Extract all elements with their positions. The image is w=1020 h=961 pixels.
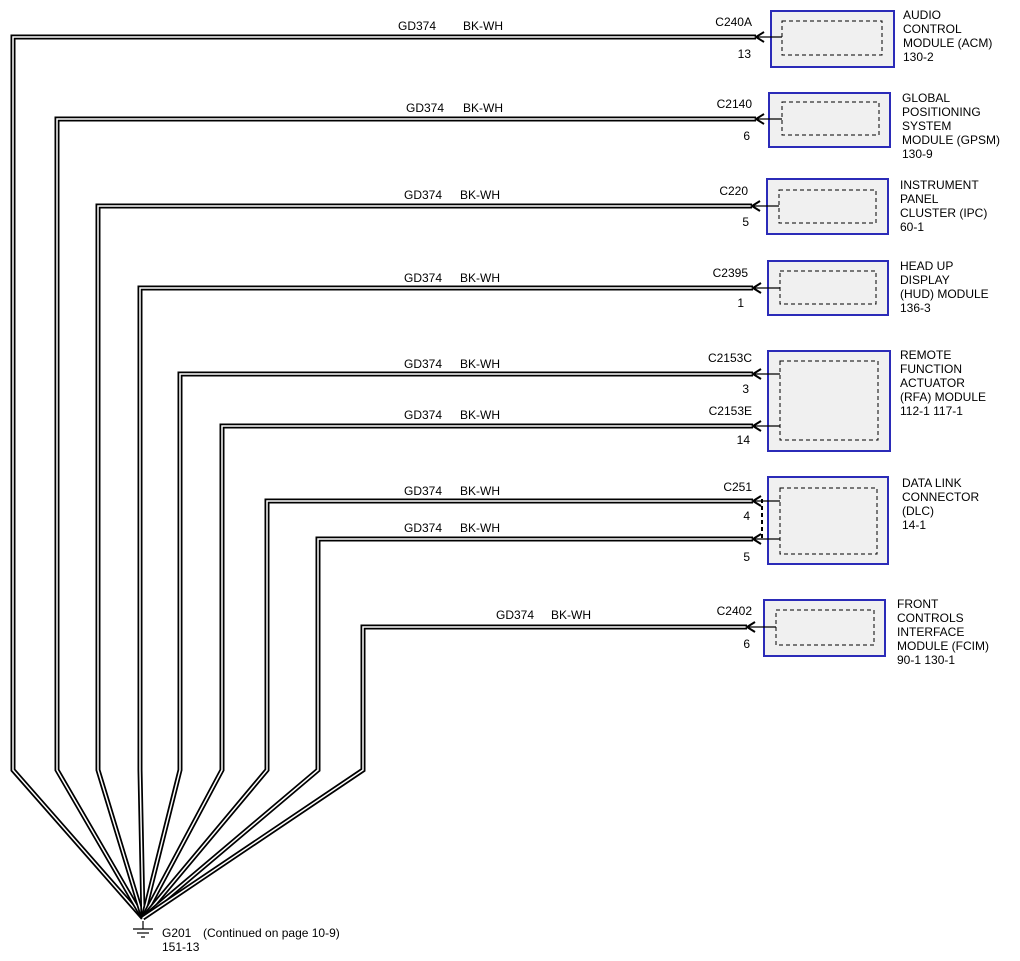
pin-leads (749, 36, 782, 628)
module-inner-outline (779, 487, 878, 555)
wire-label-color: BK-WH (460, 484, 500, 498)
pin-number: 5 (742, 215, 749, 229)
module-dlc[interactable] (761, 476, 889, 565)
module-inner-outline (779, 360, 879, 441)
module-rfa[interactable] (767, 350, 891, 452)
module-description-fcim: FRONT CONTROLS INTERFACE MODULE (FCIM) 9… (897, 597, 992, 667)
connector-arrow-icon (751, 420, 762, 432)
connector-label: C2153E (709, 404, 752, 418)
pin-number: 3 (742, 382, 749, 396)
module-inner-outline (781, 101, 880, 136)
module-inner-outline (778, 189, 877, 224)
pin-number: 6 (743, 637, 750, 651)
module-box[interactable] (767, 350, 891, 452)
connector-label: C220 (719, 184, 748, 198)
connector-label: C2140 (717, 97, 753, 111)
module-description-dlc: DATA LINK CONNECTOR (DLC) 14-1 (902, 476, 982, 532)
connector-arrow-icon (754, 113, 765, 125)
pin-number: 1 (737, 296, 744, 310)
module-description-rfa: REMOTE FUNCTION ACTUATOR (RFA) MODULE 11… (900, 348, 989, 418)
connector-labels: C240A C2140 C220 C2395 C2153C C2153E C25… (708, 15, 752, 618)
connector-arrow-icon (751, 495, 762, 507)
pin-labels: 13 6 5 1 3 14 4 5 6 (737, 47, 752, 651)
module-box[interactable] (763, 599, 886, 657)
module-description-acm: AUDIO CONTROL MODULE (ACM) 130-2 (903, 8, 996, 64)
pin-number: 13 (738, 47, 752, 61)
wire-label-circuit: GD374 (496, 608, 534, 622)
wire-label-color: BK-WH (460, 521, 500, 535)
wire-label-color: BK-WH (463, 101, 503, 115)
wire-gd374-core (142, 626, 747, 919)
wire-gd374-core (139, 287, 753, 919)
module-descriptions: AUDIO CONTROL MODULE (ACM) 130-2 GLOBAL … (897, 8, 1003, 667)
connector-arrow-icon (751, 282, 762, 294)
ground-name: G201 (162, 926, 192, 940)
wire-gd374-core (142, 373, 753, 919)
wire-label-circuit: GD374 (398, 19, 436, 33)
wire-label-color: BK-WH (460, 408, 500, 422)
wire-gd374 (10, 34, 756, 920)
connector-arrow-icon (751, 368, 762, 380)
pin-number: 6 (743, 129, 750, 143)
module-gpsm[interactable] (768, 92, 891, 148)
module-inner-outline (781, 20, 883, 56)
module-box[interactable] (767, 476, 889, 565)
wire-label-circuit: GD374 (406, 101, 444, 115)
module-box[interactable] (770, 10, 895, 68)
connector-arrow-icon (754, 31, 765, 43)
pin-number: 5 (743, 550, 750, 564)
ground-ref: 151-13 (162, 940, 200, 954)
wire-gd374-core (142, 425, 753, 919)
connector-arrow-icon (745, 621, 756, 633)
connector-arrow-icon (751, 533, 762, 545)
module-hud[interactable] (767, 260, 889, 316)
wire-gd374 (137, 285, 753, 919)
wire-gd374-core (97, 205, 752, 919)
module-box[interactable] (767, 260, 889, 316)
pin-number: 4 (743, 509, 750, 523)
connector-label: C2153C (708, 351, 752, 365)
wire-label-circuit: GD374 (404, 188, 442, 202)
wire-label-circuit: GD374 (404, 271, 442, 285)
wire-labels: GD374 BK-WH GD374 BK-WH GD374 BK-WH GD37… (398, 19, 591, 622)
wire-label-color: BK-WH (460, 188, 500, 202)
pin-number: 14 (737, 433, 751, 447)
module-fcim[interactable] (763, 599, 886, 657)
wire-gd374-core (142, 500, 753, 919)
module-description-hud: HEAD UP DISPLAY (HUD) MODULE 136-3 (900, 259, 992, 315)
connector-label: C240A (715, 15, 752, 29)
connector-label: C251 (723, 480, 752, 494)
module-box[interactable] (766, 178, 889, 235)
module-acm[interactable] (770, 10, 895, 68)
wires (10, 31, 765, 921)
ground-g201: G201 (Continued on page 10-9) 151-13 (133, 921, 340, 954)
connector-arrow-icon (750, 200, 761, 212)
wire-label-circuit: GD374 (404, 357, 442, 371)
wire-gd374 (141, 624, 747, 921)
wire-label-color: BK-WH (460, 357, 500, 371)
wire-label-circuit: GD374 (404, 408, 442, 422)
wire-label-circuit: GD374 (404, 521, 442, 535)
wire-gd374 (140, 371, 753, 919)
module-description-ipc: INSTRUMENT PANEL CLUSTER (IPC) 60-1 (900, 178, 991, 234)
wire-gd374-core (12, 36, 756, 919)
wire-label-circuit: GD374 (404, 484, 442, 498)
wire-gd374 (54, 116, 756, 920)
wire-gd374 (95, 203, 752, 919)
module-ipc[interactable] (766, 178, 889, 235)
wire-label-color: BK-WH (463, 19, 503, 33)
wire-label-color: BK-WH (460, 271, 500, 285)
module-description-gpsm: GLOBAL POSITIONING SYSTEM MODULE (GPSM) … (902, 91, 1003, 161)
wire-gd374-core (142, 538, 753, 919)
wire-gd374 (141, 536, 753, 920)
modules (761, 10, 895, 657)
ground-note: (Continued on page 10-9) (203, 926, 340, 940)
wire-gd374-core (56, 118, 756, 919)
connector-label: C2402 (717, 604, 753, 618)
module-box[interactable] (768, 92, 891, 148)
connector-label: C2395 (713, 266, 749, 280)
wire-label-color: BK-WH (551, 608, 591, 622)
